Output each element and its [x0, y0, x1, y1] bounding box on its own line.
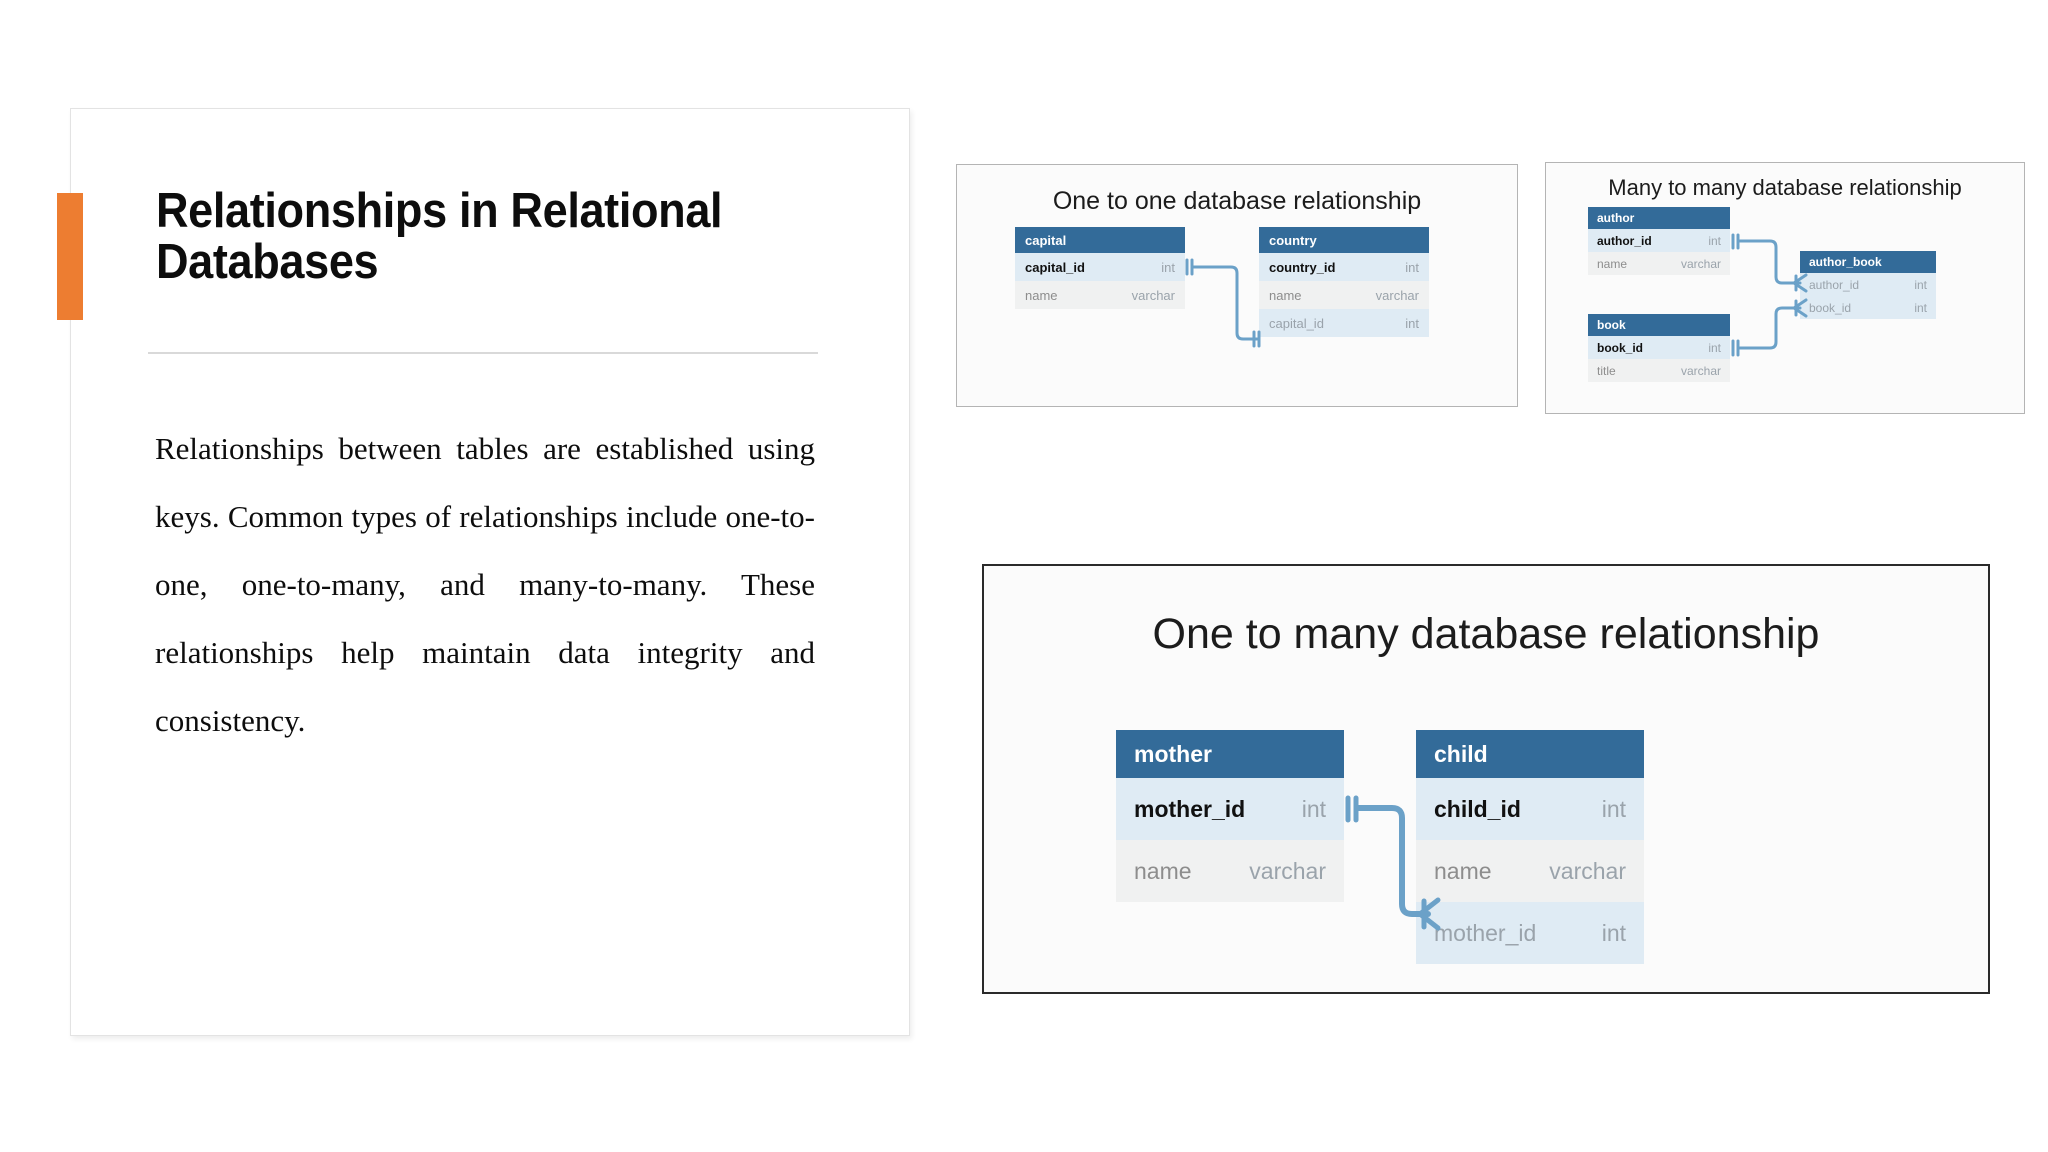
column-type: varchar: [1549, 857, 1626, 884]
diagram-title-one-to-one: One to one database relationship: [1052, 187, 1422, 215]
body-paragraph: Relationships between tables are establi…: [155, 431, 815, 738]
column-name: name: [1025, 287, 1058, 303]
er-table-row: name varchar: [1416, 840, 1644, 902]
er-table-row: name varchar: [1588, 252, 1730, 275]
column-type: int: [1601, 919, 1626, 946]
er-table-header: country: [1259, 227, 1429, 253]
column-type: int: [1601, 795, 1626, 822]
er-table-header: mother: [1116, 730, 1344, 778]
er-table-header: capital: [1015, 227, 1185, 253]
orange-accent-bar: [57, 193, 83, 320]
er-table-row: country_id int: [1259, 253, 1429, 281]
er-table-row: book_id int: [1800, 296, 1936, 319]
er-table-row: capital_id int: [1015, 253, 1185, 281]
column-type: int: [1914, 300, 1927, 315]
column-type: varchar: [1680, 256, 1721, 271]
er-table-country: country country_id int name varchar capi…: [1259, 227, 1429, 337]
er-table-row: title varchar: [1588, 359, 1730, 382]
er-table-child: child child_id int name varchar mother_i…: [1416, 730, 1644, 964]
er-table-row: name varchar: [1259, 281, 1429, 309]
column-name: name: [1597, 256, 1628, 271]
er-table-row: author_id int: [1588, 229, 1730, 252]
diagram-many-to-many: Many to many database relationship autho…: [1545, 162, 2025, 414]
diagram-title-one-to-many: One to many database relationship: [1152, 610, 1820, 658]
title-divider: [148, 352, 818, 354]
page-title: Relationships in Relational Databases: [156, 184, 723, 289]
er-table-row: mother_id int: [1116, 778, 1344, 840]
column-name: author_id: [1809, 277, 1860, 292]
relationship-connector-one-to-one: [1185, 258, 1261, 348]
column-name: country_id: [1269, 259, 1336, 275]
column-name: name: [1434, 857, 1492, 884]
column-name: book_id: [1809, 300, 1852, 315]
column-type: int: [1708, 233, 1721, 248]
column-type: int: [1405, 259, 1419, 275]
column-name: child_id: [1434, 795, 1521, 822]
er-table-author-book: author_book author_id int book_id int: [1800, 251, 1936, 319]
column-type: int: [1161, 259, 1175, 275]
slide-text-card: [70, 108, 910, 1036]
column-type: varchar: [1249, 857, 1326, 884]
column-name: mother_id: [1134, 795, 1246, 822]
er-table-header: author: [1588, 207, 1730, 229]
er-table-row: mother_id int: [1416, 902, 1644, 964]
diagram-one-to-many: One to many database relationship mother…: [982, 564, 1990, 994]
er-table-capital: capital capital_id int name varchar: [1015, 227, 1185, 309]
er-table-book: book book_id int title varchar: [1588, 314, 1730, 382]
column-name: name: [1269, 287, 1302, 303]
er-table-mother: mother mother_id int name varchar: [1116, 730, 1344, 902]
column-name: title: [1597, 363, 1616, 378]
er-table-header: author_book: [1800, 251, 1936, 273]
er-table-row: book_id int: [1588, 336, 1730, 359]
diagram-title-many-to-many: Many to many database relationship: [1608, 175, 1962, 200]
er-table-row: name varchar: [1116, 840, 1344, 902]
er-table-row: child_id int: [1416, 778, 1644, 840]
er-table-row: name varchar: [1015, 281, 1185, 309]
column-name: capital_id: [1269, 315, 1324, 331]
relationship-connector-book: [1731, 298, 1808, 357]
column-type: varchar: [1680, 363, 1721, 378]
column-name: author_id: [1597, 233, 1652, 248]
er-table-author: author author_id int name varchar: [1588, 207, 1730, 275]
er-table-header: book: [1588, 314, 1730, 336]
column-type: int: [1405, 315, 1419, 331]
er-table-row: capital_id int: [1259, 309, 1429, 337]
column-type: int: [1914, 277, 1927, 292]
column-name: name: [1134, 857, 1192, 884]
column-type: int: [1708, 340, 1721, 355]
er-table-row: author_id int: [1800, 273, 1936, 296]
column-type: varchar: [1131, 287, 1175, 303]
diagram-one-to-one: One to one database relationship capital…: [956, 164, 1518, 407]
column-type: int: [1301, 795, 1326, 822]
column-name: capital_id: [1025, 259, 1085, 275]
er-table-header: child: [1416, 730, 1644, 778]
column-name: mother_id: [1434, 919, 1537, 946]
column-name: book_id: [1597, 340, 1644, 355]
relationship-connector-author: [1731, 233, 1808, 293]
column-type: varchar: [1375, 287, 1419, 303]
